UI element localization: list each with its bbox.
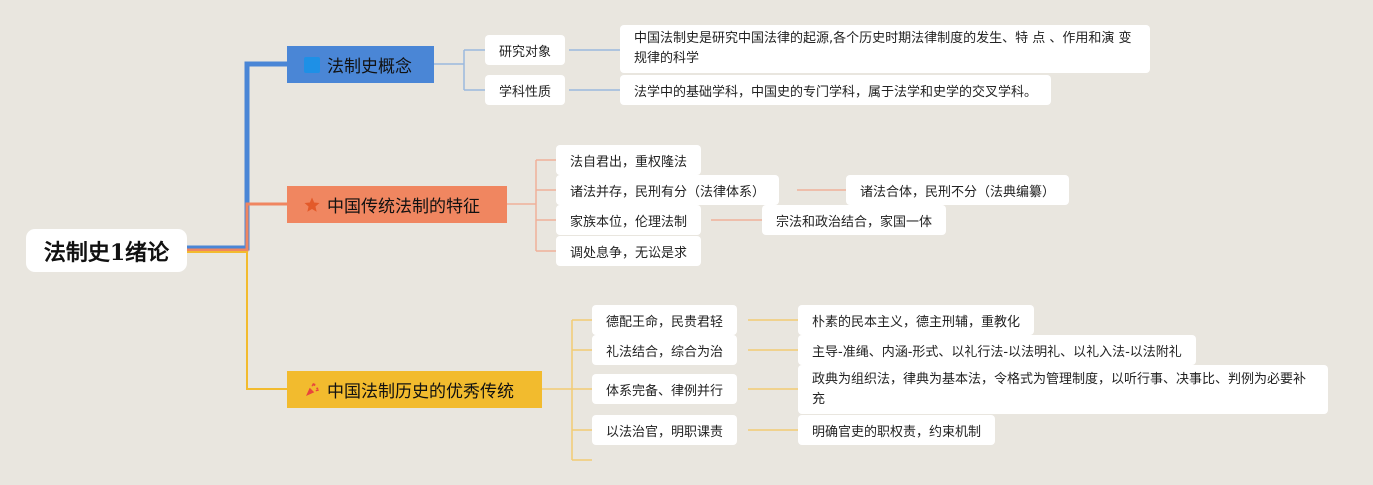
branch-label: 中国传统法制的特征 — [327, 197, 480, 217]
party-popper-icon — [303, 381, 321, 399]
detail-people-oriented[interactable]: 朴素的民本主义，德主刑辅，重教化 — [798, 305, 1035, 335]
leaf-discipline-nature[interactable]: 学科性质 — [485, 75, 566, 105]
leaf-govern-officials[interactable]: 以法治官，明职课责 — [592, 415, 738, 445]
detail-rites-law-relation[interactable]: 主导-准绳、内涵-形式、以礼行法-以法明礼、以礼入法-以法附礼 — [798, 335, 1196, 365]
detail-official-duties[interactable]: 明确官吏的职权责，约束机制 — [798, 415, 996, 445]
detail-clan-politics[interactable]: 宗法和政治结合，家国一体 — [762, 205, 947, 235]
detail-discipline-nature[interactable]: 法学中的基础学科，中国史的专门学科，属于法学和史学的交叉学科。 — [620, 75, 1052, 105]
branch-concept[interactable]: 法制史概念 — [287, 46, 434, 83]
branch-label: 法制史概念 — [327, 57, 412, 77]
branch-fine-traditions[interactable]: 中国法制历史的优秀传统 — [287, 371, 542, 408]
leaf-family-based[interactable]: 家族本位，伦理法制 — [556, 205, 702, 235]
leaf-virtue-mandate[interactable]: 德配王命，民贵君轻 — [592, 305, 738, 335]
blue-square-icon — [303, 56, 321, 74]
branch-traditional-features[interactable]: 中国传统法制的特征 — [287, 186, 507, 223]
leaf-complete-system[interactable]: 体系完备、律例并行 — [592, 374, 738, 404]
leaf-laws-coexist[interactable]: 诸法并存，民刑有分（法律体系） — [556, 175, 780, 205]
root-topic[interactable]: 法制史1绪论 — [26, 229, 187, 272]
leaf-law-from-monarch[interactable]: 法自君出，重权隆法 — [556, 145, 702, 175]
detail-research-object[interactable]: 中国法制史是研究中国法律的起源,各个历史时期法律制度的发生、特 点 、作用和演 … — [620, 25, 1150, 73]
leaf-mediation[interactable]: 调处息争，无讼是求 — [556, 236, 702, 266]
leaf-research-object[interactable]: 研究对象 — [485, 35, 566, 65]
detail-legal-system[interactable]: 政典为组织法，律典为基本法，令格式为管理制度，以听行事、决事比、判例为必要补充 — [798, 365, 1328, 414]
leaf-rites-law[interactable]: 礼法结合，综合为治 — [592, 335, 738, 365]
branch-label: 中国法制历史的优秀传统 — [327, 382, 514, 402]
detail-laws-combined[interactable]: 诸法合体，民刑不分（法典编纂） — [846, 175, 1070, 205]
star-icon — [303, 196, 321, 214]
